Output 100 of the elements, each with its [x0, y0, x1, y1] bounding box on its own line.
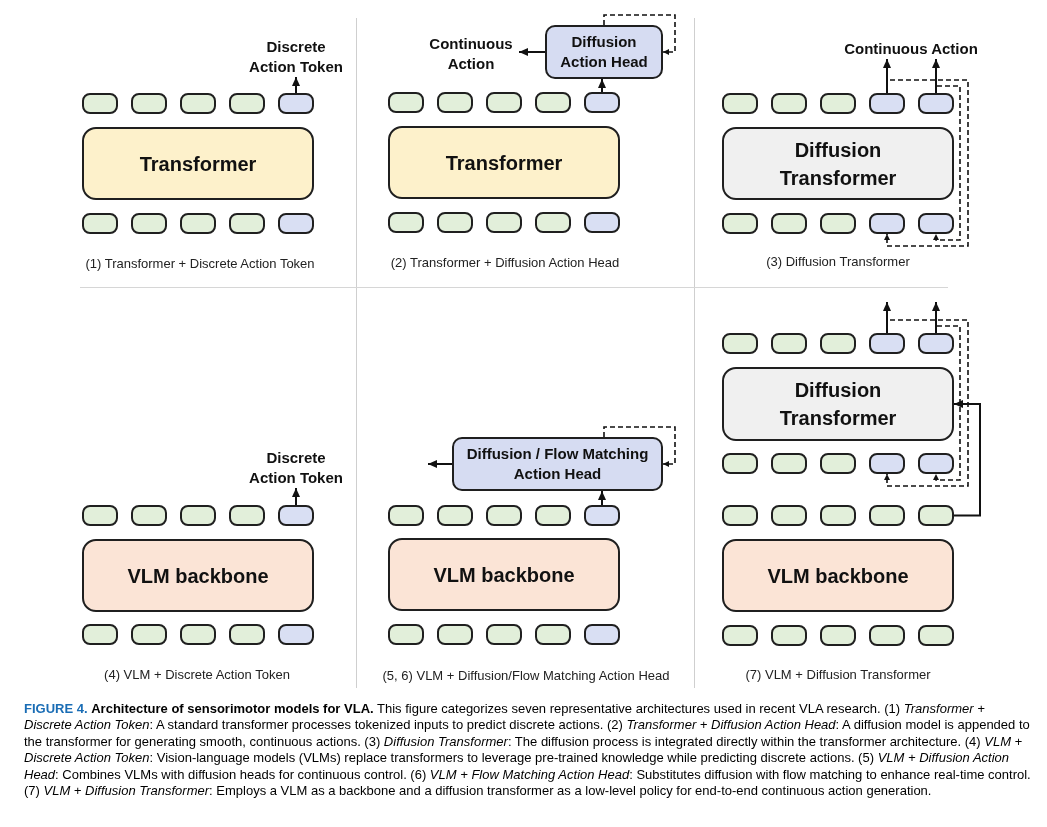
- token: [869, 505, 905, 526]
- token: [388, 505, 424, 526]
- dashed-arrow: [933, 325, 961, 481]
- dashed-arrow: [603, 426, 676, 467]
- token: [437, 212, 473, 233]
- token: [535, 624, 571, 645]
- token: [584, 624, 620, 645]
- token: [584, 92, 620, 113]
- token: [820, 453, 856, 474]
- model-block: VLM backbone: [388, 538, 620, 611]
- token: [388, 212, 424, 233]
- token: [437, 92, 473, 113]
- token: [82, 624, 118, 645]
- token: [486, 92, 522, 113]
- arrow: [292, 487, 300, 506]
- token: [722, 625, 758, 646]
- token: [771, 505, 807, 526]
- token: [229, 624, 265, 645]
- output-label: Continuous Action: [836, 39, 986, 59]
- token: [180, 93, 216, 114]
- token: [535, 92, 571, 113]
- token: [918, 333, 954, 354]
- output-label: Continuous Action: [423, 34, 519, 74]
- token: [437, 624, 473, 645]
- token: [131, 213, 167, 234]
- panel-caption: (2) Transformer + Diffusion Action Head: [390, 254, 620, 271]
- token: [388, 92, 424, 113]
- token: [722, 213, 758, 234]
- panel-caption: (5, 6) VLM + Diffusion/Flow Matching Action Head: [382, 667, 670, 684]
- model-block: Transformer: [82, 127, 314, 200]
- token: [180, 624, 216, 645]
- token: [869, 213, 905, 234]
- token: [278, 93, 314, 114]
- panel-caption: (1) Transformer + Discrete Action Token: [85, 255, 315, 272]
- panel-caption: (3) Diffusion Transformer: [766, 253, 910, 270]
- dashed-arrow: [884, 79, 969, 247]
- model-block: Diffusion Transformer: [722, 127, 954, 200]
- token: [869, 453, 905, 474]
- token: [869, 625, 905, 646]
- action-head-block: Diffusion / Flow Matching Action Head: [452, 437, 663, 491]
- token: [820, 505, 856, 526]
- token: [278, 624, 314, 645]
- output-label: Discrete Action Token: [244, 448, 348, 488]
- token: [486, 505, 522, 526]
- token: [535, 212, 571, 233]
- token: [722, 505, 758, 526]
- arrow: [518, 48, 546, 56]
- token: [131, 624, 167, 645]
- dashed-arrow: [884, 319, 969, 487]
- token: [918, 93, 954, 114]
- dashed-arrow: [603, 14, 676, 55]
- token: [388, 624, 424, 645]
- token: [278, 213, 314, 234]
- token: [722, 453, 758, 474]
- token: [771, 93, 807, 114]
- token: [278, 505, 314, 526]
- token: [486, 624, 522, 645]
- arrow: [598, 490, 606, 506]
- token: [229, 505, 265, 526]
- token: [918, 505, 954, 526]
- token: [869, 333, 905, 354]
- model-block: Transformer: [388, 126, 620, 199]
- action-head-block: Diffusion Action Head: [545, 25, 663, 79]
- token: [918, 213, 954, 234]
- token: [229, 93, 265, 114]
- token: [722, 93, 758, 114]
- model-block: Diffusion Transformer: [722, 367, 954, 441]
- token: [584, 505, 620, 526]
- token: [82, 93, 118, 114]
- arrow: [598, 78, 606, 93]
- panel-caption: (7) VLM + Diffusion Transformer: [745, 666, 931, 683]
- token: [820, 333, 856, 354]
- token: [131, 505, 167, 526]
- arrow: [427, 460, 453, 468]
- token: [918, 453, 954, 474]
- arrow: [953, 400, 981, 517]
- token: [486, 212, 522, 233]
- token: [131, 93, 167, 114]
- token: [820, 93, 856, 114]
- token: [918, 625, 954, 646]
- token: [771, 453, 807, 474]
- figure-caption: FIGURE 4. Architecture of sensorimotor models for VLA. This figure categorizes seven representative architectures used in recent VLA research. (1) Transformer + Discrete Action Token: A standard transformer processes tokenized inputs to predict discrete actions. (2) Transformer + Diffusion Action Head: A diffusion model is appended to the transformer for generating smooth, continuous actions. (3) Diffusion Transformer: The diffusion process is integrated directly within the transformer architecture. (4) VLM + Discrete Action Token: Vision-language models (VLMs) replace transformers to leverage pre-trained knowledge while predicting discrete actions. (5) VLM + Diffusion Action Head: Combines VLMs with diffusion heads for continuous control. (6) VLM + Flow Matching Action Head: Substitutes diffusion with flow matching to enhance real-time control. (7) VLM + Diffusion Transformer: Employs a VLM as a backbone and a diffusion transformer as a low-level policy for end-to-end continuous action generation.: [24, 701, 1032, 800]
- token: [820, 213, 856, 234]
- token: [535, 505, 571, 526]
- arrow: [292, 76, 300, 94]
- panel-caption: (4) VLM + Discrete Action Token: [104, 666, 290, 683]
- token: [180, 505, 216, 526]
- token: [771, 213, 807, 234]
- token: [584, 212, 620, 233]
- token: [437, 505, 473, 526]
- token: [229, 213, 265, 234]
- token: [771, 333, 807, 354]
- token: [820, 625, 856, 646]
- model-block: VLM backbone: [722, 539, 954, 612]
- token: [722, 333, 758, 354]
- token: [869, 93, 905, 114]
- token: [82, 213, 118, 234]
- model-block: VLM backbone: [82, 539, 314, 612]
- token: [82, 505, 118, 526]
- output-label: Discrete Action Token: [244, 37, 348, 77]
